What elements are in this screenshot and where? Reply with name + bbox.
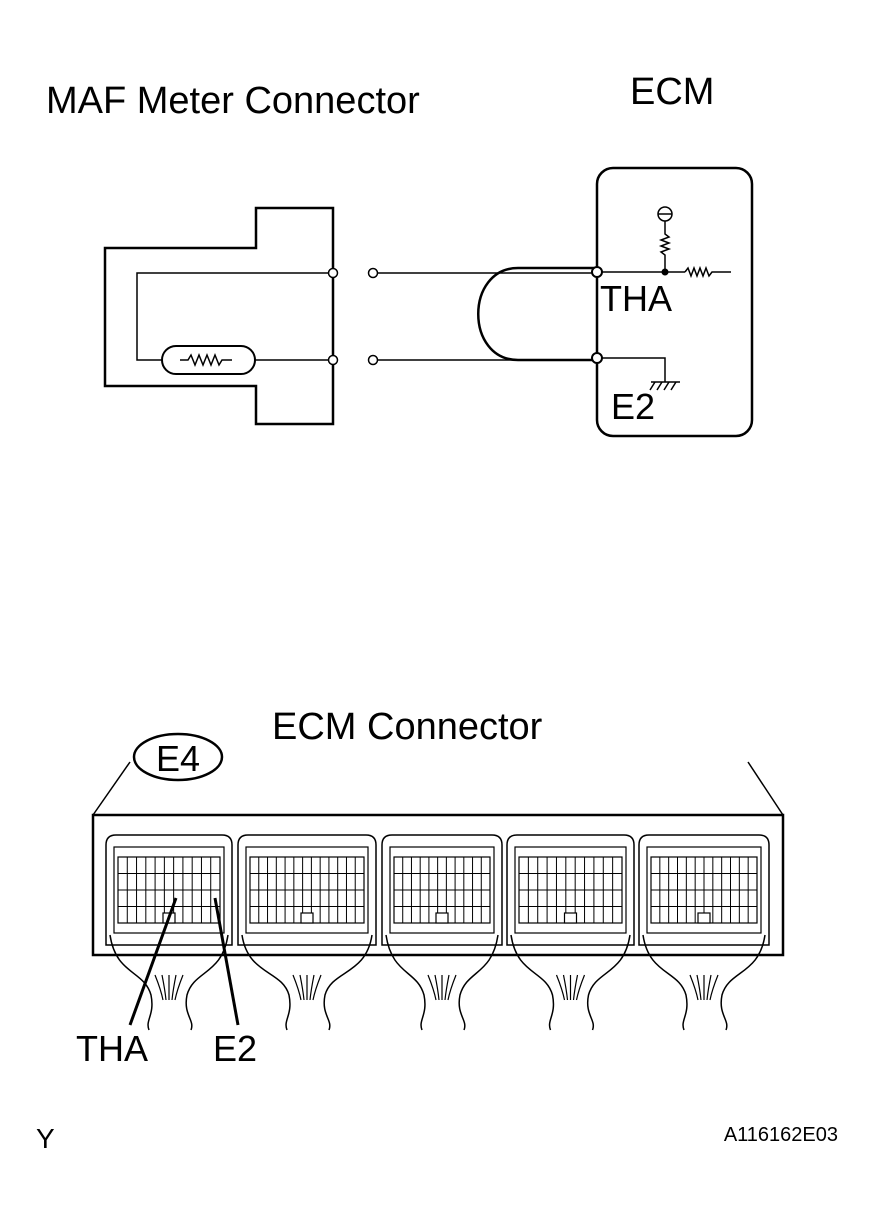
maf-internal-wire	[136, 272, 333, 361]
harness-3-strand	[434, 974, 440, 1001]
ecm-connector-title: ECM Connector	[272, 706, 543, 748]
connector-block-2-lock-tab	[300, 912, 314, 924]
harness-5-strand	[696, 974, 702, 1001]
harness-1-left	[109, 934, 153, 1031]
maf-meter-housing	[103, 206, 335, 426]
harness-1-strand	[154, 974, 164, 1001]
harness-2-strand	[299, 974, 305, 1001]
connector-block-5-frame	[646, 846, 762, 934]
maf-connector-title: MAF Meter Connector	[46, 80, 420, 122]
harness-4-strand	[562, 974, 569, 1001]
harness-5-strand	[689, 974, 699, 1001]
ecm-series-resistor-icon	[684, 265, 731, 279]
harness-3-strand	[427, 974, 437, 1001]
harness-2-strand	[292, 974, 302, 1001]
connector-block-5-lock-tab	[697, 912, 711, 924]
ecm-title: ECM	[630, 71, 714, 113]
harness-5-right	[720, 934, 766, 1031]
harness-3-right	[458, 934, 499, 1031]
ecm-box	[595, 166, 754, 438]
harness-1-strand	[171, 974, 177, 1001]
harness-4-right	[586, 934, 631, 1031]
connector-block-2-frame	[245, 846, 369, 934]
harness-2-strand	[309, 974, 315, 1001]
tha-pointer-line	[128, 897, 178, 1026]
ground-icon	[649, 381, 677, 391]
connector-block-1	[105, 834, 233, 946]
harness-2-right	[323, 934, 373, 1031]
ecm-housing-edge-left	[92, 761, 131, 816]
e2-pin-label: E2	[213, 1028, 257, 1069]
connector-block-4	[506, 834, 635, 946]
harness-4-strand	[572, 974, 579, 1001]
ecm-housing-edge-right	[747, 761, 784, 816]
ecm-e2-line	[602, 357, 666, 382]
harness-5-strand	[709, 974, 719, 1001]
connector-id-label: E4	[156, 738, 200, 779]
ecm-terminal-e2	[591, 352, 603, 364]
maf-terminal-1	[327, 267, 339, 279]
harness-5-strand	[706, 974, 712, 1001]
connector-block-3-lock-tab	[435, 912, 449, 924]
connector-block-4-lock-tab	[563, 912, 578, 924]
harness-3-left	[385, 934, 426, 1031]
e2-label: E2	[611, 386, 655, 427]
ecm-housing	[91, 813, 785, 957]
tha-pin-label: THA	[76, 1028, 148, 1069]
harness-4-strand	[575, 974, 586, 1001]
ecm-terminal-tha	[591, 266, 603, 278]
shielded-wire-loop	[477, 266, 596, 362]
tha-label: THA	[600, 278, 672, 319]
connector-block-1-frame	[113, 846, 225, 934]
e2-pointer-line	[213, 897, 240, 1026]
harness-4-left	[510, 934, 555, 1031]
harness-1-strand	[161, 974, 167, 1001]
harness-5-left	[642, 934, 688, 1031]
harness-4-strand	[555, 974, 566, 1001]
connector-block-5	[638, 834, 770, 946]
connector-block-3-frame	[389, 846, 495, 934]
harness-3-strand	[444, 974, 450, 1001]
maf-terminal-2	[327, 354, 339, 366]
harness-2-left	[241, 934, 291, 1031]
connector-block-2	[237, 834, 377, 946]
connector-block-3	[381, 834, 503, 946]
intake-air-temp-sensor	[161, 345, 256, 375]
figure-code: A116162E03	[724, 1124, 838, 1146]
harness-1-right	[185, 934, 229, 1031]
harness-terminal-2	[367, 354, 379, 366]
connector-block-4-frame	[514, 846, 627, 934]
harness-terminal-1	[367, 267, 379, 279]
harness-2-strand	[312, 974, 322, 1001]
harness-3-strand	[447, 974, 457, 1001]
harness-1-strand	[174, 974, 184, 1001]
corner-mark: Y	[36, 1123, 55, 1154]
connector-blocks	[105, 834, 770, 1031]
connector-id-badge	[132, 732, 224, 782]
ecm-pullup-resistor-icon	[658, 221, 672, 272]
sensor-resistor-icon	[180, 352, 232, 368]
